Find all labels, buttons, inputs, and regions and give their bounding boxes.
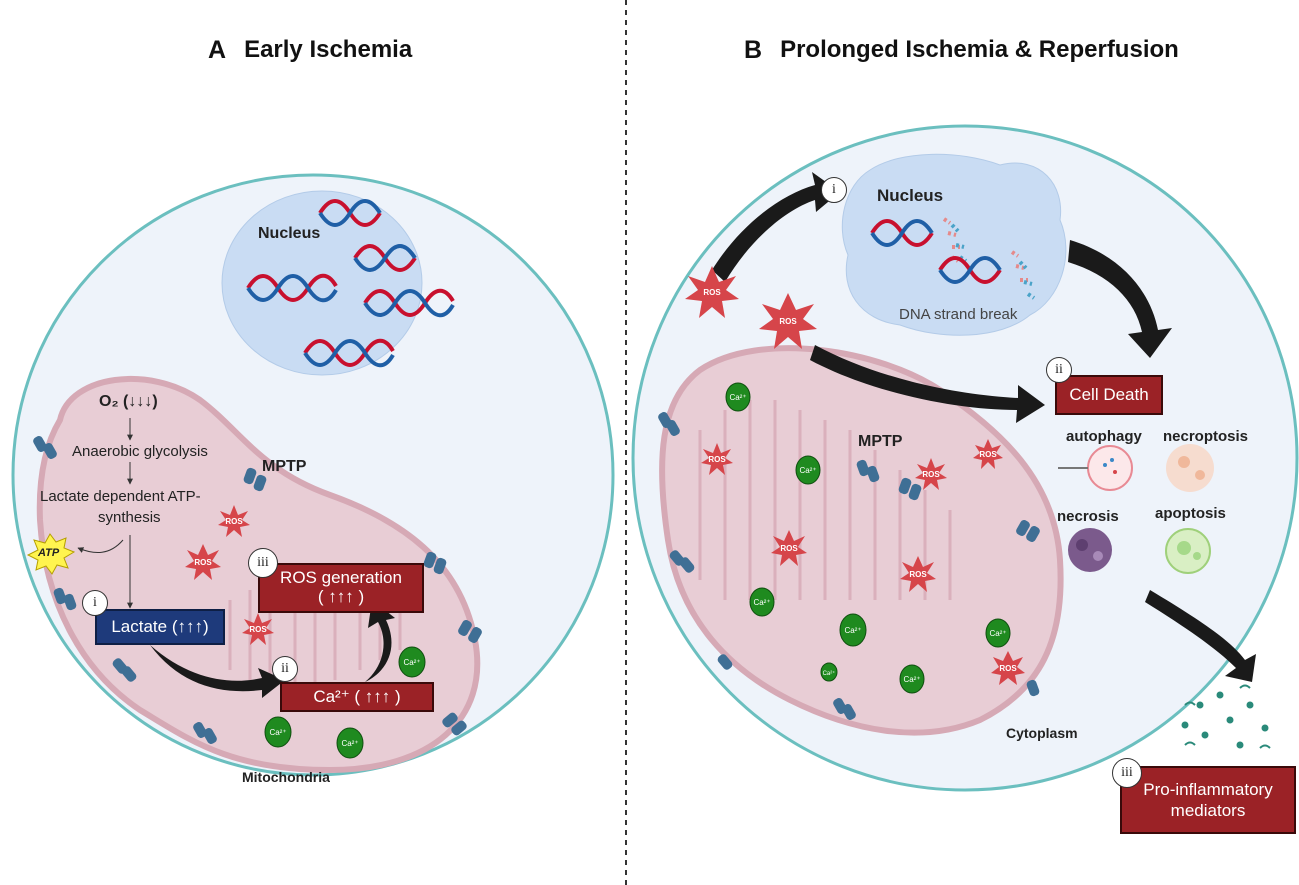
cell-death-box: Cell Death — [1055, 375, 1163, 415]
ca-ions-b: Ca²⁺ Ca²⁺ Ca²⁺ Ca²⁺ Ca²⁺ Ca²⁺ Ca²⁺ — [725, 382, 1011, 694]
step-iii-marker-b: iii — [1112, 758, 1142, 788]
mptp-label-b: MPTP — [858, 433, 903, 450]
ros-marker: ROS — [909, 570, 927, 579]
nucleus-a — [221, 190, 423, 376]
anaerobic-glycolysis-label: Anaerobic glycolysis — [72, 443, 208, 460]
nucleus-label-b: Nucleus — [877, 186, 944, 205]
step-i-marker-a: i — [82, 590, 108, 616]
panel-b-title-text: Prolonged Ischemia & Reperfusion — [780, 36, 1179, 63]
mediator-particles — [1181, 684, 1271, 749]
ros-marker: ROS — [194, 558, 212, 567]
autophagy-icon — [1058, 445, 1133, 491]
pro-inflammatory-line2: mediators — [1170, 801, 1246, 820]
big-ros-b2: ROS — [759, 293, 817, 349]
ros-stars-a: ROS ROS ROS — [185, 505, 274, 645]
ca-ions-a: Ca²⁺ Ca²⁺ Ca²⁺ — [264, 646, 426, 759]
cell-death-text: Cell Death — [1069, 385, 1149, 404]
ros-stars-b: ROS ROS ROS ROS ROS ROS — [701, 439, 1025, 685]
lactate-box-text: Lactate (↑↑↑) — [111, 617, 209, 636]
dna-helix-group-a — [246, 199, 455, 368]
autophagy-label: autophagy — [1066, 428, 1142, 445]
ros-marker: ROS — [249, 625, 267, 634]
ros-marker: ROS — [708, 455, 726, 464]
flow-arrows-a — [77, 418, 133, 609]
thick-arrow-death-to-mediators — [1145, 590, 1256, 682]
ca-marker: Ca²⁺ — [403, 658, 420, 667]
panel-a-letter: A — [208, 36, 227, 64]
ca-box: Ca²⁺ ( ↑↑↑ ) — [280, 682, 434, 712]
mitochondrion-b — [659, 345, 1064, 736]
ros-marker: ROS — [703, 288, 721, 297]
mptp-channels-a — [33, 436, 482, 744]
ca-marker: Ca²⁺ — [753, 598, 770, 607]
mitochondria-label: Mitochondria — [242, 769, 330, 785]
ros-box-line2: ( ↑↑↑ ) — [317, 587, 365, 606]
pro-inflammatory-line1: Pro-inflammatory — [1143, 779, 1273, 799]
lactate-atp-label-line2: synthesis — [98, 509, 161, 526]
ca-marker: Ca²⁺ — [799, 466, 816, 475]
step-ii-marker-a: ii — [272, 656, 298, 682]
ros-star: ROS — [185, 544, 221, 580]
lactate-atp-label-line1: Lactate dependent ATP- — [40, 488, 201, 505]
ca-marker: Ca²⁺ — [341, 739, 358, 748]
thick-arrow-ros-to-death — [810, 345, 1045, 423]
ca-marker: Ca²⁺ — [823, 670, 836, 677]
ros-marker: ROS — [225, 517, 243, 526]
cristae-b — [698, 400, 952, 600]
thick-arrow-ros-to-nucleus — [712, 172, 840, 282]
panel-b-title: B Prolonged Ischemia & Reperfusion — [744, 36, 1179, 65]
ca-marker: Ca²⁺ — [729, 393, 746, 402]
thick-arrow-nucleus-to-death — [1068, 240, 1172, 358]
necroptosis-icon — [1166, 444, 1214, 492]
ros-generation-box: ROS generation ( ↑↑↑ ) — [258, 563, 424, 613]
cytoplasm-label: Cytoplasm — [1006, 725, 1078, 741]
mptp-label-a: MPTP — [262, 458, 307, 475]
o2-label: O₂ (↓↓↓) — [99, 393, 158, 410]
necrosis-icon — [1068, 528, 1112, 572]
panel-a-title: A Early Ischemia — [208, 36, 412, 65]
big-ros-b1: ROS — [685, 266, 739, 318]
dna-break-label: DNA strand break — [899, 306, 1018, 323]
nucleus-label-a: Nucleus — [258, 225, 321, 242]
step-ii-marker-b: ii — [1046, 357, 1072, 383]
thick-arrow-ca-to-ros — [365, 600, 395, 682]
step-i-marker-b: i — [821, 177, 847, 203]
ros-marker: ROS — [979, 450, 997, 459]
thick-arrow-lactate-to-ca — [150, 645, 285, 698]
lactate-box: Lactate (↑↑↑) — [95, 609, 225, 645]
ca-marker: Ca²⁺ — [989, 629, 1006, 638]
ros-box-line1: ROS generation — [280, 568, 402, 588]
ca-marker: Ca²⁺ — [903, 675, 920, 684]
necrosis-label: necrosis — [1057, 508, 1119, 525]
ca-box-text: Ca²⁺ ( ↑↑↑ ) — [313, 687, 401, 706]
apoptosis-icon — [1165, 528, 1211, 574]
nucleus-b — [841, 153, 1067, 336]
panel-a-title-text: Early Ischemia — [244, 36, 413, 63]
pro-inflammatory-box: Pro-inflammatory mediators — [1120, 766, 1296, 834]
ca-marker: Ca²⁺ — [269, 728, 286, 737]
apoptosis-label: apoptosis — [1155, 505, 1226, 522]
ros-star: ROS — [242, 613, 274, 645]
ca-marker: Ca²⁺ — [844, 626, 861, 635]
ros-marker: ROS — [780, 544, 798, 553]
ros-marker: ROS — [922, 470, 940, 479]
necroptosis-label: necroptosis — [1163, 428, 1249, 445]
step-iii-marker-a: iii — [248, 548, 278, 578]
atp-label: ATP — [38, 547, 60, 559]
ros-marker: ROS — [779, 317, 797, 326]
mptp-channels-b — [658, 412, 1040, 720]
panel-b-letter: B — [744, 36, 763, 64]
ros-star: ROS — [218, 505, 250, 537]
dna-break-helices — [870, 217, 1036, 300]
ros-marker: ROS — [999, 664, 1017, 673]
atp-burst — [26, 533, 76, 575]
